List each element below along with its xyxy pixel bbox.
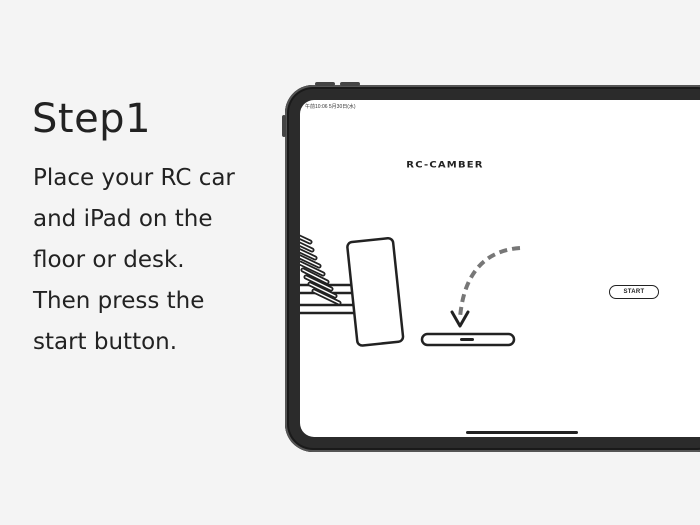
instructions-text: Place your RC car and iPad on the floor …: [33, 158, 273, 363]
power-button: [282, 115, 286, 137]
start-button[interactable]: START: [609, 285, 659, 299]
ipad-standing-icon: [346, 237, 405, 347]
placement-arrow-icon: [450, 246, 521, 328]
home-indicator: [466, 431, 578, 434]
status-bar: 午前10:06 5月30日(水): [305, 104, 356, 110]
app-logo: RC-CAMBER: [406, 160, 484, 171]
ipad-screen: 午前10:06 5月30日(水) RC-CAMBER: [300, 100, 700, 437]
instruction-line: floor or desk.: [33, 247, 185, 273]
instruction-line: Then press the: [33, 288, 205, 314]
step-title: Step1: [32, 96, 152, 142]
volume-button: [340, 82, 360, 86]
ipad-device-frame: 午前10:06 5月30日(水) RC-CAMBER: [282, 82, 700, 452]
ipad-flat-icon: [420, 332, 516, 347]
instruction-line: start button.: [33, 329, 178, 355]
setup-illustration: [300, 234, 521, 347]
instruction-line: Place your RC car: [33, 165, 235, 191]
instruction-line: and iPad on the: [33, 206, 213, 232]
volume-button: [315, 82, 335, 86]
